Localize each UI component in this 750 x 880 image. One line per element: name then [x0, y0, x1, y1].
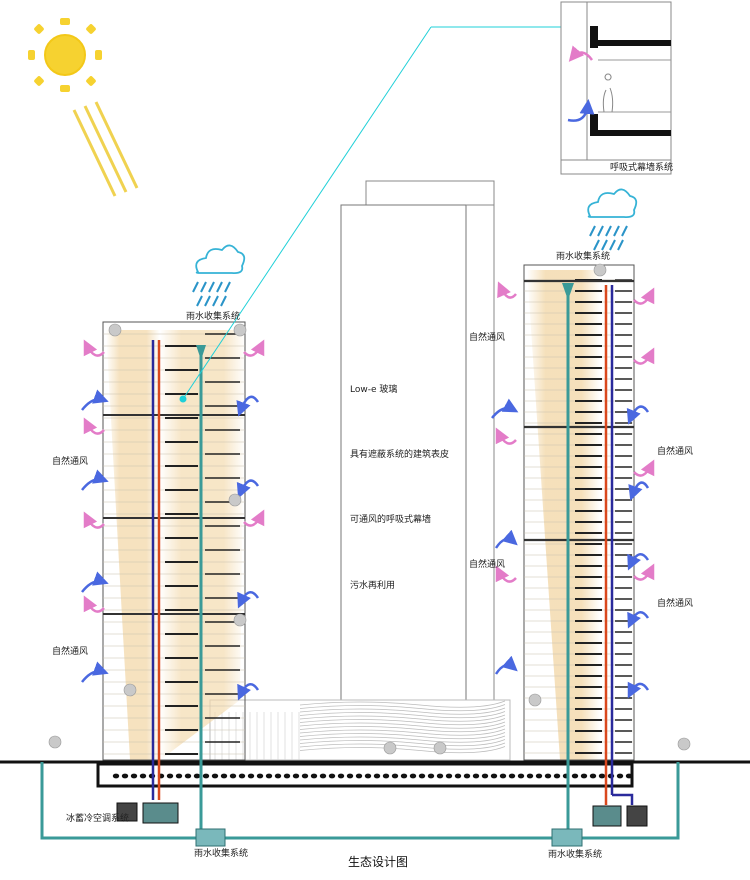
tree-icon — [228, 493, 242, 507]
tree-icon — [593, 263, 607, 277]
airflow-out-arrow — [633, 459, 655, 477]
airflow-in-arrow — [237, 591, 260, 609]
tree-icon — [48, 735, 62, 749]
tree-icon — [528, 693, 542, 707]
shading-skin-label: 具有遮蔽系统的建筑表皮 — [350, 450, 450, 460]
left-tower-pipes — [151, 340, 206, 830]
airflow-in-arrow — [491, 398, 519, 419]
chiller-tank-right-1 — [592, 805, 622, 827]
tree-icon — [108, 323, 122, 337]
airflow-in-arrow — [81, 469, 109, 491]
natural-vent-label-left-2: 自然通风 — [52, 647, 89, 657]
airflow-out-arrow — [633, 287, 655, 305]
breathing-curtain-label: 呼吸式幕墙系统 — [610, 163, 674, 173]
airflow-in-arrow — [236, 395, 260, 417]
natural-vent-label-right-1: 自然通风 — [657, 447, 694, 457]
ice-storage-label: 冰蓄冷空调系统 — [66, 814, 130, 824]
airflow-out-arrow — [83, 339, 105, 357]
rainwater-tank-right — [551, 828, 583, 847]
left-tower — [102, 321, 246, 761]
airflow-out-arrow — [83, 595, 105, 613]
cloud-icon-left — [195, 244, 246, 275]
cloud-icon-right — [587, 188, 638, 219]
airflow-in-arrow — [626, 405, 650, 425]
ice-storage-tank-2 — [142, 802, 179, 824]
airflow-out-arrow — [243, 509, 265, 527]
airflow-in-arrow — [236, 479, 260, 499]
airflow-out-arrow — [83, 511, 105, 529]
lowe-glass-label: Low-e 玻璃 — [350, 385, 398, 395]
podium — [209, 699, 511, 761]
airflow-out-arrow — [83, 417, 105, 435]
airflow-in-arrow — [627, 553, 650, 571]
central-tower — [340, 180, 495, 706]
rain-collection-label-right-top: 雨水收集系统 — [556, 252, 611, 262]
natural-vent-label-right-2: 自然通风 — [657, 599, 694, 609]
trees — [48, 263, 691, 755]
breathing-curtain-inset — [560, 1, 672, 175]
natural-vent-label-center-2: 自然通风 — [469, 560, 506, 570]
rain-tank-label-left: 雨水收集系统 — [194, 849, 249, 859]
tree-icon — [123, 683, 137, 697]
ice-storage-tank-1 — [116, 802, 138, 822]
rain-icon-right — [589, 225, 628, 251]
airflow-in-arrow — [627, 611, 650, 629]
airflow-in-arrow — [237, 683, 260, 701]
right-tower — [523, 264, 635, 761]
rainwater-tank-left — [195, 828, 226, 847]
airflow-in-arrow — [81, 389, 109, 411]
natural-vent-label-center-1: 自然通风 — [469, 333, 506, 343]
rain-icon-left — [192, 281, 231, 307]
tree-icon — [433, 741, 447, 755]
ventilated-curtain-label: 可通风的呼吸式幕墙 — [350, 515, 432, 525]
tree-icon — [233, 323, 247, 337]
airflow-out-arrow — [633, 563, 655, 581]
airflow-in-arrow — [627, 681, 650, 699]
airflow-in-arrow — [494, 529, 518, 549]
ground-line — [0, 760, 750, 788]
airflow-arrows — [81, 281, 655, 701]
water-reuse-label: 污水再利用 — [350, 581, 396, 591]
rain-tank-label-right: 雨水收集系统 — [548, 850, 603, 860]
sunlight-rays-icon — [72, 101, 139, 197]
diagram-title: 生态设计图 — [348, 855, 409, 869]
natural-vent-label-left-1: 自然通风 — [52, 457, 89, 467]
airflow-out-arrow — [495, 427, 517, 445]
airflow-in-arrow — [81, 661, 109, 683]
airflow-out-arrow — [495, 565, 517, 583]
inset-leader-line — [179, 26, 561, 403]
tree-icon — [233, 613, 247, 627]
rainwater-loop-pipe — [40, 762, 680, 840]
tree-icon — [677, 737, 691, 751]
sun-icon — [28, 18, 102, 92]
airflow-out-arrow — [633, 347, 655, 365]
chiller-tank-right-2 — [626, 805, 648, 827]
right-tower-pipes — [562, 283, 634, 830]
tree-icon — [383, 741, 397, 755]
rain-collection-label-left-top: 雨水收集系统 — [186, 312, 241, 322]
airflow-in-arrow — [494, 655, 518, 675]
airflow-out-arrow — [497, 281, 517, 299]
airflow-out-arrow — [243, 339, 265, 357]
airflow-in-arrow — [628, 481, 650, 501]
airflow-in-arrow — [81, 571, 109, 593]
